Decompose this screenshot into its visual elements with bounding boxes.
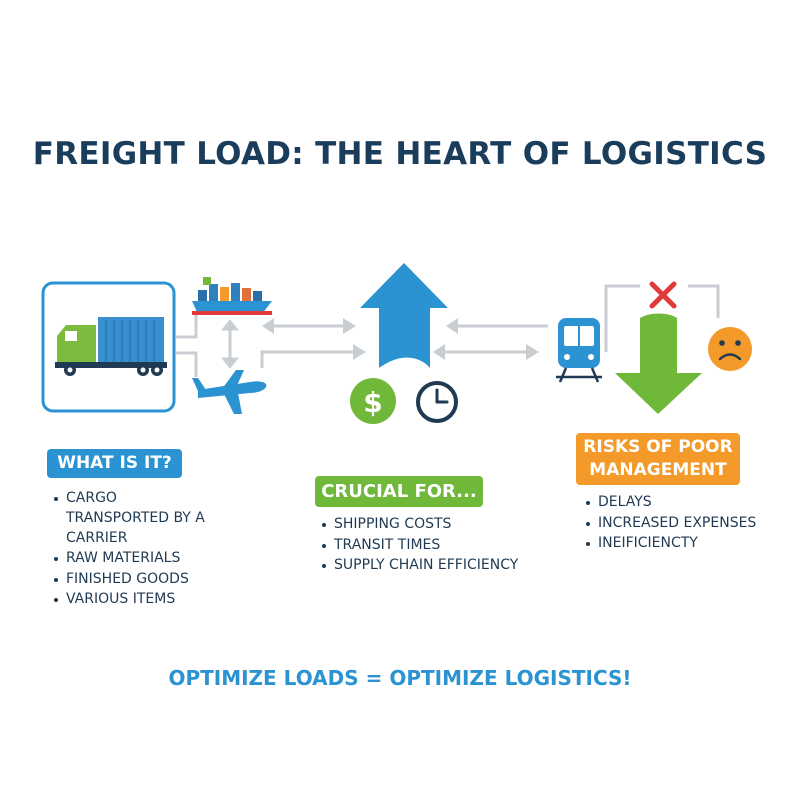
- list-item: INCREASED EXPENSES: [582, 513, 782, 534]
- risks-heading: RISKS OF POOR MANAGEMENT: [576, 433, 740, 485]
- dollar-symbol: $: [363, 386, 382, 419]
- list-item: CARGO TRANSPORTED BY A CARRIER: [50, 488, 250, 548]
- tagline: OPTIMIZE LOADS = OPTIMIZE LOGISTICS!: [168, 666, 632, 690]
- list-item: VARIOUS ITEMS: [50, 589, 250, 610]
- clock-icon: [416, 381, 458, 423]
- page-title: FREIGHT LOAD: THE HEART OF LOGISTICS: [32, 136, 768, 172]
- crucial-for-heading: CRUCIAL FOR...: [315, 476, 483, 507]
- list-item: SUPPLY CHAIN EFFICIENCY: [318, 555, 558, 576]
- up-arrow-icon: [360, 263, 448, 368]
- connector-lines: [176, 313, 198, 377]
- risks-heading-line2: MANAGEMENT: [589, 460, 727, 480]
- list-item: FINISHED GOODS: [50, 569, 250, 590]
- crucial-for-list: SHIPPING COSTS TRANSIT TIMES SUPPLY CHAI…: [318, 514, 558, 576]
- down-arrow-icon: [615, 313, 702, 414]
- list-item: TRANSIT TIMES: [318, 535, 558, 556]
- risk-bracket: [604, 284, 720, 352]
- list-item: SHIPPING COSTS: [318, 514, 558, 535]
- dollar-coin-icon: $: [350, 378, 396, 424]
- list-item: RAW MATERIALS: [50, 548, 250, 569]
- what-is-it-heading: WHAT IS IT?: [47, 449, 182, 478]
- x-mark-icon: [649, 281, 677, 309]
- risks-heading-line1: RISKS OF POOR: [583, 437, 733, 457]
- horizontal-arrows: [260, 318, 548, 368]
- train-icon: [556, 318, 602, 383]
- sad-face-icon: [708, 327, 752, 371]
- airplane-icon: [192, 370, 267, 414]
- vertical-double-arrow: [220, 319, 240, 369]
- list-item: INEIFICIENCTY: [582, 533, 782, 554]
- list-item: DELAYS: [582, 492, 782, 513]
- risks-list: DELAYS INCREASED EXPENSES INEIFICIENCTY: [582, 492, 782, 554]
- what-is-it-list: CARGO TRANSPORTED BY A CARRIER RAW MATER…: [50, 488, 250, 610]
- cargo-ship-icon: [192, 277, 272, 315]
- truck-icon: [41, 281, 176, 413]
